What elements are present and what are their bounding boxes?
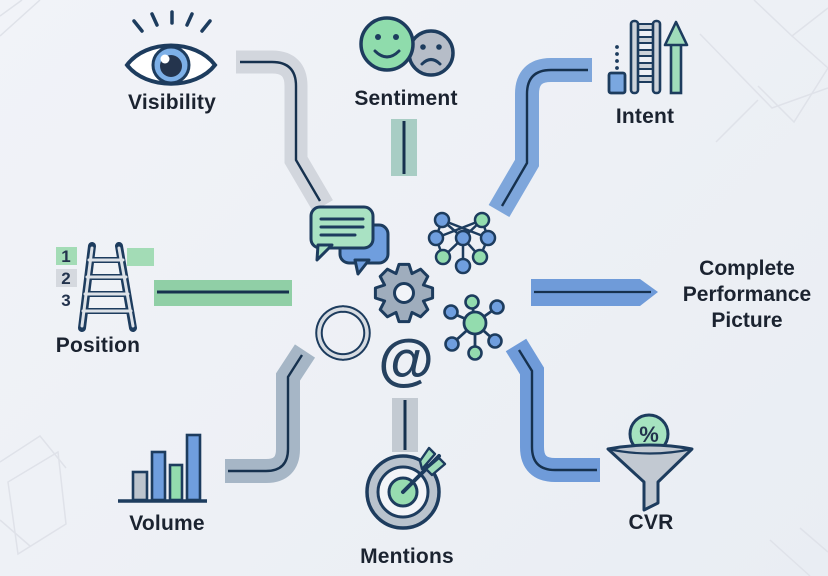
up-arrow — [663, 20, 689, 95]
rank-2: 2 — [61, 269, 70, 288]
ranking-ladder-icon: 1 2 3 — [56, 242, 154, 332]
molecule-hub-icon — [443, 294, 505, 361]
chat-bubbles-icon — [309, 205, 390, 276]
output-arrow — [531, 279, 658, 306]
ladder-up-arrow-icon — [607, 19, 689, 95]
intent-label: Intent — [615, 105, 675, 128]
green-bubble — [309, 205, 375, 262]
happy-sad-faces-icon — [359, 16, 455, 77]
intent-pipe — [488, 58, 592, 218]
cvr-pipe — [505, 338, 600, 482]
volume-label: Volume — [129, 512, 205, 535]
sentiment-label: Sentiment — [354, 87, 458, 110]
openai-logo-icon — [315, 305, 371, 361]
neural-network-icon — [427, 211, 497, 275]
dotted-steps — [615, 45, 619, 70]
ladder — [78, 242, 137, 332]
target-dart-icon — [365, 446, 447, 530]
visibility-pipe — [236, 50, 333, 212]
eye-icon — [124, 10, 218, 86]
output-label: Complete Performance Picture — [682, 257, 812, 332]
rank-1: 1 — [61, 247, 70, 266]
ladder — [629, 19, 662, 95]
rank-1-highlight — [127, 248, 154, 266]
volume-pipe — [225, 344, 316, 483]
bar-chart-icon — [118, 433, 207, 503]
rank-3: 3 — [61, 291, 70, 310]
at-symbol: @ — [378, 328, 434, 392]
cvr-label: CVR — [628, 511, 674, 534]
mentions-label: Mentions — [360, 545, 454, 568]
gear-icon — [373, 262, 435, 324]
funnel-percent-icon: % — [606, 413, 694, 512]
position-label: Position — [55, 334, 141, 357]
percent-symbol: % — [639, 422, 659, 447]
visibility-label: Visibility — [128, 91, 216, 114]
position-pipe — [154, 280, 292, 306]
